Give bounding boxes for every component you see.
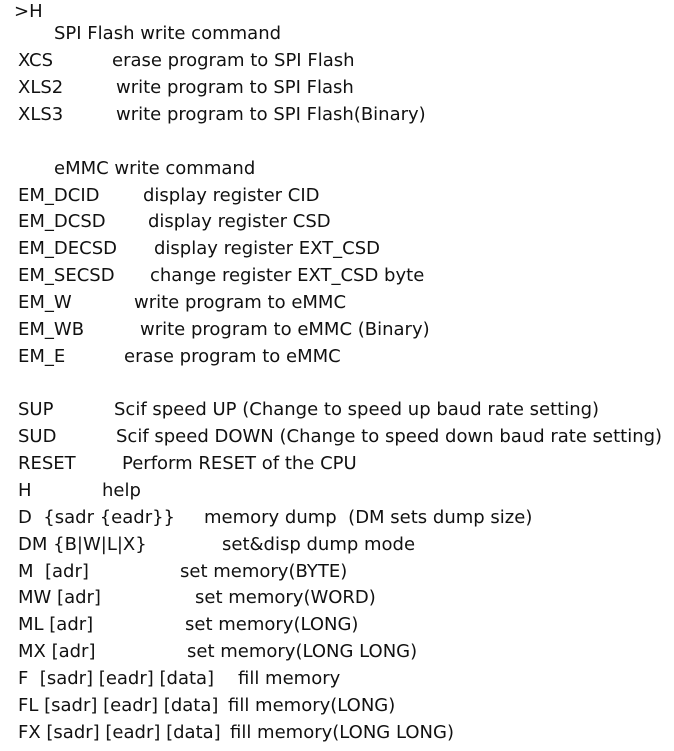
command-desc-em-dcid: display register CID xyxy=(143,185,320,206)
command-name-sud: SUD xyxy=(18,426,57,447)
command-name-em-e: EM_E xyxy=(18,346,66,367)
command-name-h: H xyxy=(18,480,32,501)
command-name-m: M [adr] xyxy=(18,561,89,582)
command-desc-mw: set memory(WORD) xyxy=(195,587,376,608)
command-desc-em-e: erase program to eMMC xyxy=(124,346,341,367)
command-desc-m: set memory(BYTE) xyxy=(180,561,348,582)
command-desc-ml: set memory(LONG) xyxy=(185,614,359,635)
command-name-xls2: XLS2 xyxy=(18,77,64,98)
command-desc-em-dcsd: display register CSD xyxy=(148,211,331,232)
command-desc-em-w: write program to eMMC xyxy=(134,292,347,313)
command-desc-sud: Scif speed DOWN (Change to speed down ba… xyxy=(116,426,663,447)
spi-section-heading: SPI Flash write command xyxy=(54,23,282,44)
command-desc-em-decsd: display register EXT_CSD xyxy=(154,238,381,259)
command-desc-xls2: write program to SPI Flash xyxy=(116,77,354,98)
command-name-f: F [sadr] [eadr] [data] xyxy=(18,668,215,689)
command-name-fx: FX [sadr] [eadr] [data] xyxy=(18,722,221,743)
command-name-em-w: EM_W xyxy=(18,292,72,313)
command-name-em-wb: EM_WB xyxy=(18,319,85,340)
command-name-dm: DM {B|W|L|X} xyxy=(18,534,147,555)
command-desc-mx: set memory(LONG LONG) xyxy=(187,641,418,662)
command-desc-f: fill memory xyxy=(238,668,341,689)
command-name-em-dcid: EM_DCID xyxy=(18,185,100,206)
command-name-d: D {sadr {eadr}} xyxy=(18,507,175,528)
command-name-xls3: XLS3 xyxy=(18,104,64,125)
command-desc-em-secsd: change register EXT_CSD byte xyxy=(150,265,425,286)
command-desc-sup: Scif speed UP (Change to speed up baud r… xyxy=(114,399,600,420)
console-prompt: >H xyxy=(14,1,43,22)
command-name-em-dcsd: EM_DCSD xyxy=(18,211,106,232)
command-name-sup: SUP xyxy=(18,399,54,420)
command-name-fl: FL [sadr] [eadr] [data] xyxy=(18,695,219,716)
command-name-xcs: XCS xyxy=(18,50,54,71)
command-name-mw: MW [adr] xyxy=(18,587,101,608)
command-desc-fx: fill memory(LONG LONG) xyxy=(230,722,454,743)
command-desc-xls3: write program to SPI Flash(Binary) xyxy=(116,104,426,125)
emmc-section-heading: eMMC write command xyxy=(54,158,256,179)
command-name-reset: RESET xyxy=(18,453,76,474)
command-desc-xcs: erase program to SPI Flash xyxy=(112,50,355,71)
command-desc-dm: set&disp dump mode xyxy=(222,534,416,555)
command-desc-h: help xyxy=(102,480,141,501)
command-desc-reset: Perform RESET of the CPU xyxy=(122,453,357,474)
command-name-em-secsd: EM_SECSD xyxy=(18,265,115,286)
command-desc-em-wb: write program to eMMC (Binary) xyxy=(140,319,430,340)
command-name-mx: MX [adr] xyxy=(18,641,96,662)
command-name-em-decsd: EM_DECSD xyxy=(18,238,117,259)
command-desc-d: memory dump (DM sets dump size) xyxy=(204,507,533,528)
command-desc-fl: fill memory(LONG) xyxy=(228,695,396,716)
command-name-ml: ML [adr] xyxy=(18,614,94,635)
